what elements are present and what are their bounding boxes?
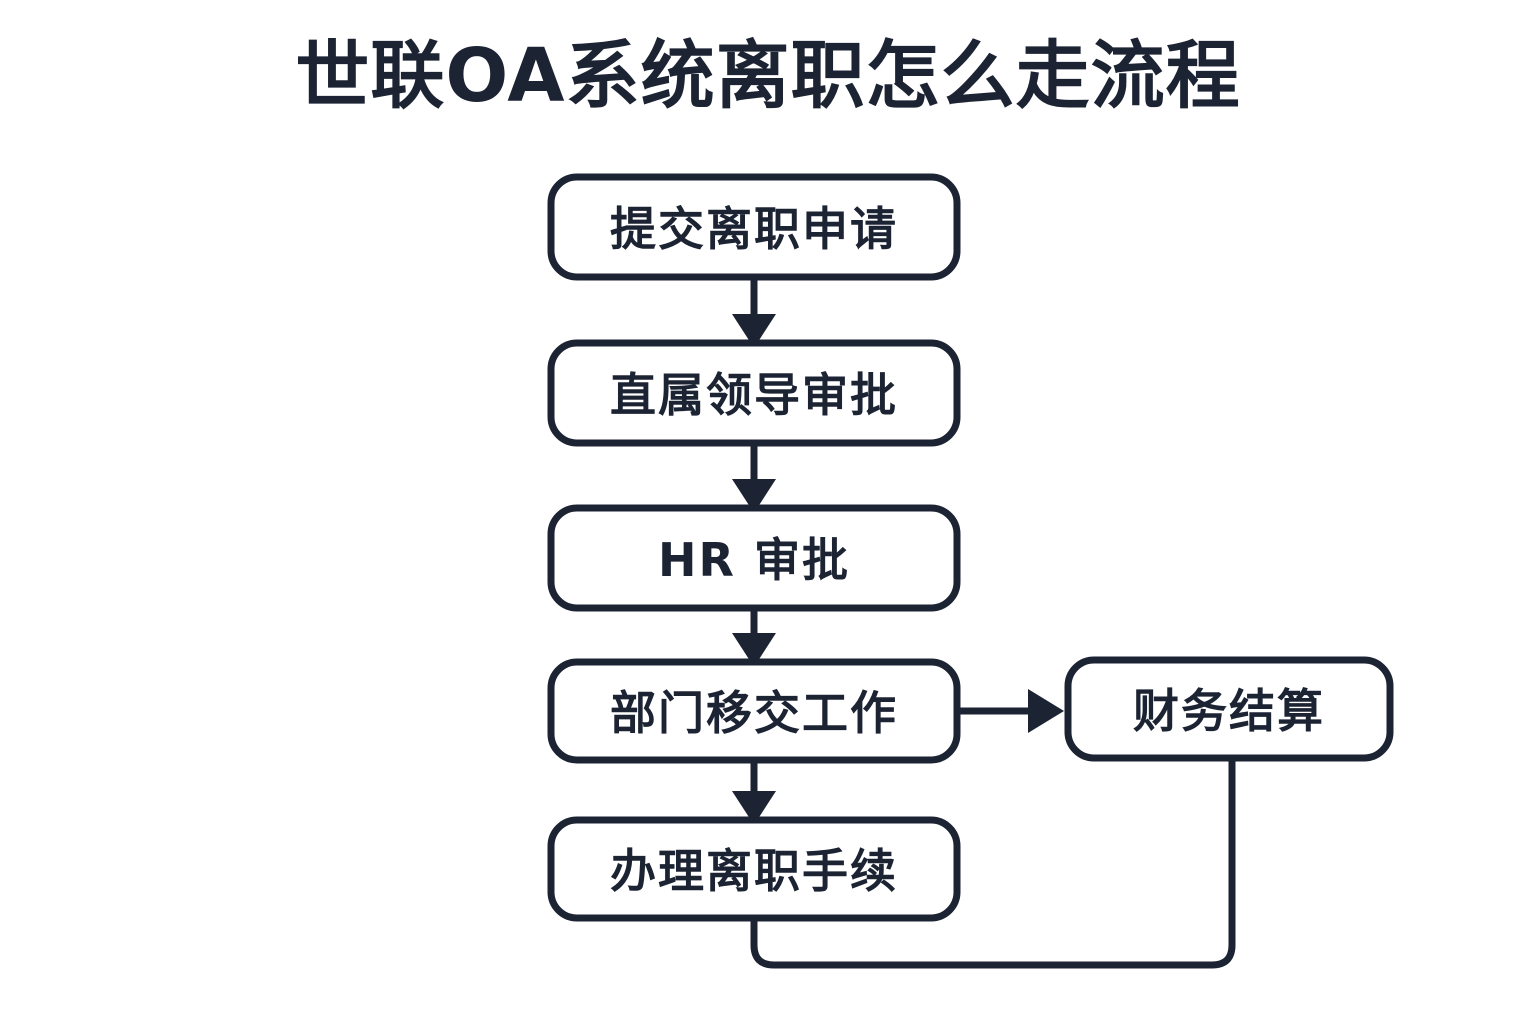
node-label: HR 审批: [658, 533, 850, 587]
edge-layer: [732, 277, 1236, 969]
edge-handover-to-settlement: [957, 689, 1064, 733]
arrowhead-icon: [732, 791, 776, 825]
page-title: 世联OA系统离职怎么走流程: [295, 33, 1241, 119]
edge-submit-to-manager: [732, 277, 776, 348]
edge-handover-to-offboarding: [732, 760, 776, 825]
node-manager-approval[interactable]: 直属领导审批: [547, 339, 961, 447]
node-label: 直属领导审批: [610, 368, 898, 422]
node-box[interactable]: [547, 173, 961, 281]
node-financial-settlement[interactable]: 财务结算: [1064, 656, 1394, 762]
arrowhead-icon: [1028, 689, 1064, 733]
node-submit-resignation[interactable]: 提交离职申请: [547, 173, 961, 281]
node-box[interactable]: [547, 339, 961, 447]
node-label: 办理离职手续: [610, 844, 898, 898]
node-label: 部门移交工作: [610, 686, 898, 740]
node-department-handover[interactable]: 部门移交工作: [547, 658, 961, 764]
node-box[interactable]: [547, 816, 961, 922]
edge-manager-to-hr: [732, 443, 776, 513]
arrowhead-icon: [732, 314, 776, 348]
node-offboarding-procedures[interactable]: 办理离职手续: [547, 816, 961, 922]
node-box[interactable]: [547, 658, 961, 764]
node-box[interactable]: [1064, 656, 1394, 762]
edge-hr-to-handover: [732, 608, 776, 667]
node-layer: 提交离职申请 直属领导审批 HR 审批 部门移交工作 办理离职手续 财务结算: [547, 173, 1394, 922]
node-label: 提交离职申请: [610, 202, 898, 256]
node-label: 财务结算: [1133, 684, 1325, 738]
arrowhead-icon: [732, 633, 776, 667]
edge-offboarding-to-settlement-loop: [750, 754, 1236, 969]
arrowhead-icon: [732, 479, 776, 513]
node-box[interactable]: [547, 504, 961, 612]
node-hr-approval[interactable]: HR 审批: [547, 504, 961, 612]
